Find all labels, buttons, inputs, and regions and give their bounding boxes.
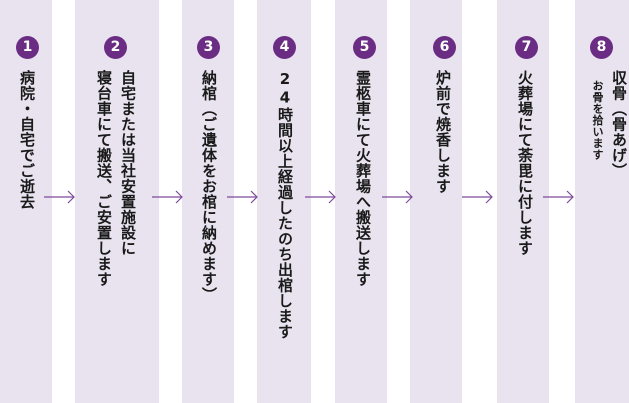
step-column-3 [182,0,234,403]
step-column-4 [257,0,311,403]
step-column-7 [497,0,549,403]
flow-arrow-icon [543,190,574,204]
step-column-6 [410,0,462,403]
step-7-line: 火葬場にて荼毘に付します [516,70,534,256]
flow-arrow-icon [462,190,493,204]
flow-arrow-icon [44,190,75,204]
step-8-subline: お骨を拾います [591,80,604,161]
flow-arrow-icon [382,190,413,204]
step-number-badge: 4 [273,36,296,59]
step-6-line: 炉前で焼香します [434,70,452,194]
step-1-line: 病院・自宅でご逝去 [18,70,36,210]
step-6-text: 炉前で焼香します [431,70,455,194]
step-number-badge: 2 [104,36,127,59]
step-2-line-2: 寝台車にて搬送、ご安置します [95,70,113,287]
step-2-text: 自宅または当社安置施設に 寝台車にて搬送、ご安置します [92,70,140,287]
step-5-line: 霊柩車にて火葬場へ搬送します [354,70,372,287]
step-number-badge: 1 [16,36,39,59]
step-number-badge: 5 [353,36,376,59]
step-7-text: 火葬場にて荼毘に付します [513,70,537,256]
step-number-badge: 3 [197,36,220,59]
step-number-badge: 7 [515,36,538,59]
step-2-line-1: 自宅または当社安置施設に [119,70,137,256]
step-column-1 [0,0,52,403]
step-3-text: 納棺（ご遺体をお棺に納めます） [197,70,221,303]
flow-arrow-icon [305,190,336,204]
step-4-text: 24時間以上経過したのち出棺します [273,70,297,340]
step-8-text: 収骨（骨あげ） お骨を拾います [586,70,629,179]
step-column-8 [575,0,629,403]
step-column-2 [75,0,159,403]
step-column-5 [335,0,387,403]
step-5-text: 霊柩車にて火葬場へ搬送します [351,70,375,287]
step-1-text: 病院・自宅でご逝去 [15,70,39,210]
step-3-line: 納棺（ご遺体をお棺に納めます） [200,70,218,303]
flow-arrow-icon [227,190,258,204]
step-number-badge: 8 [590,36,613,59]
step-8-line: 収骨（骨あげ） [610,70,628,179]
flow-arrow-icon [152,190,183,204]
step-number-badge: 6 [433,36,456,59]
step-4-line: 24時間以上経過したのち出棺します [276,70,294,340]
